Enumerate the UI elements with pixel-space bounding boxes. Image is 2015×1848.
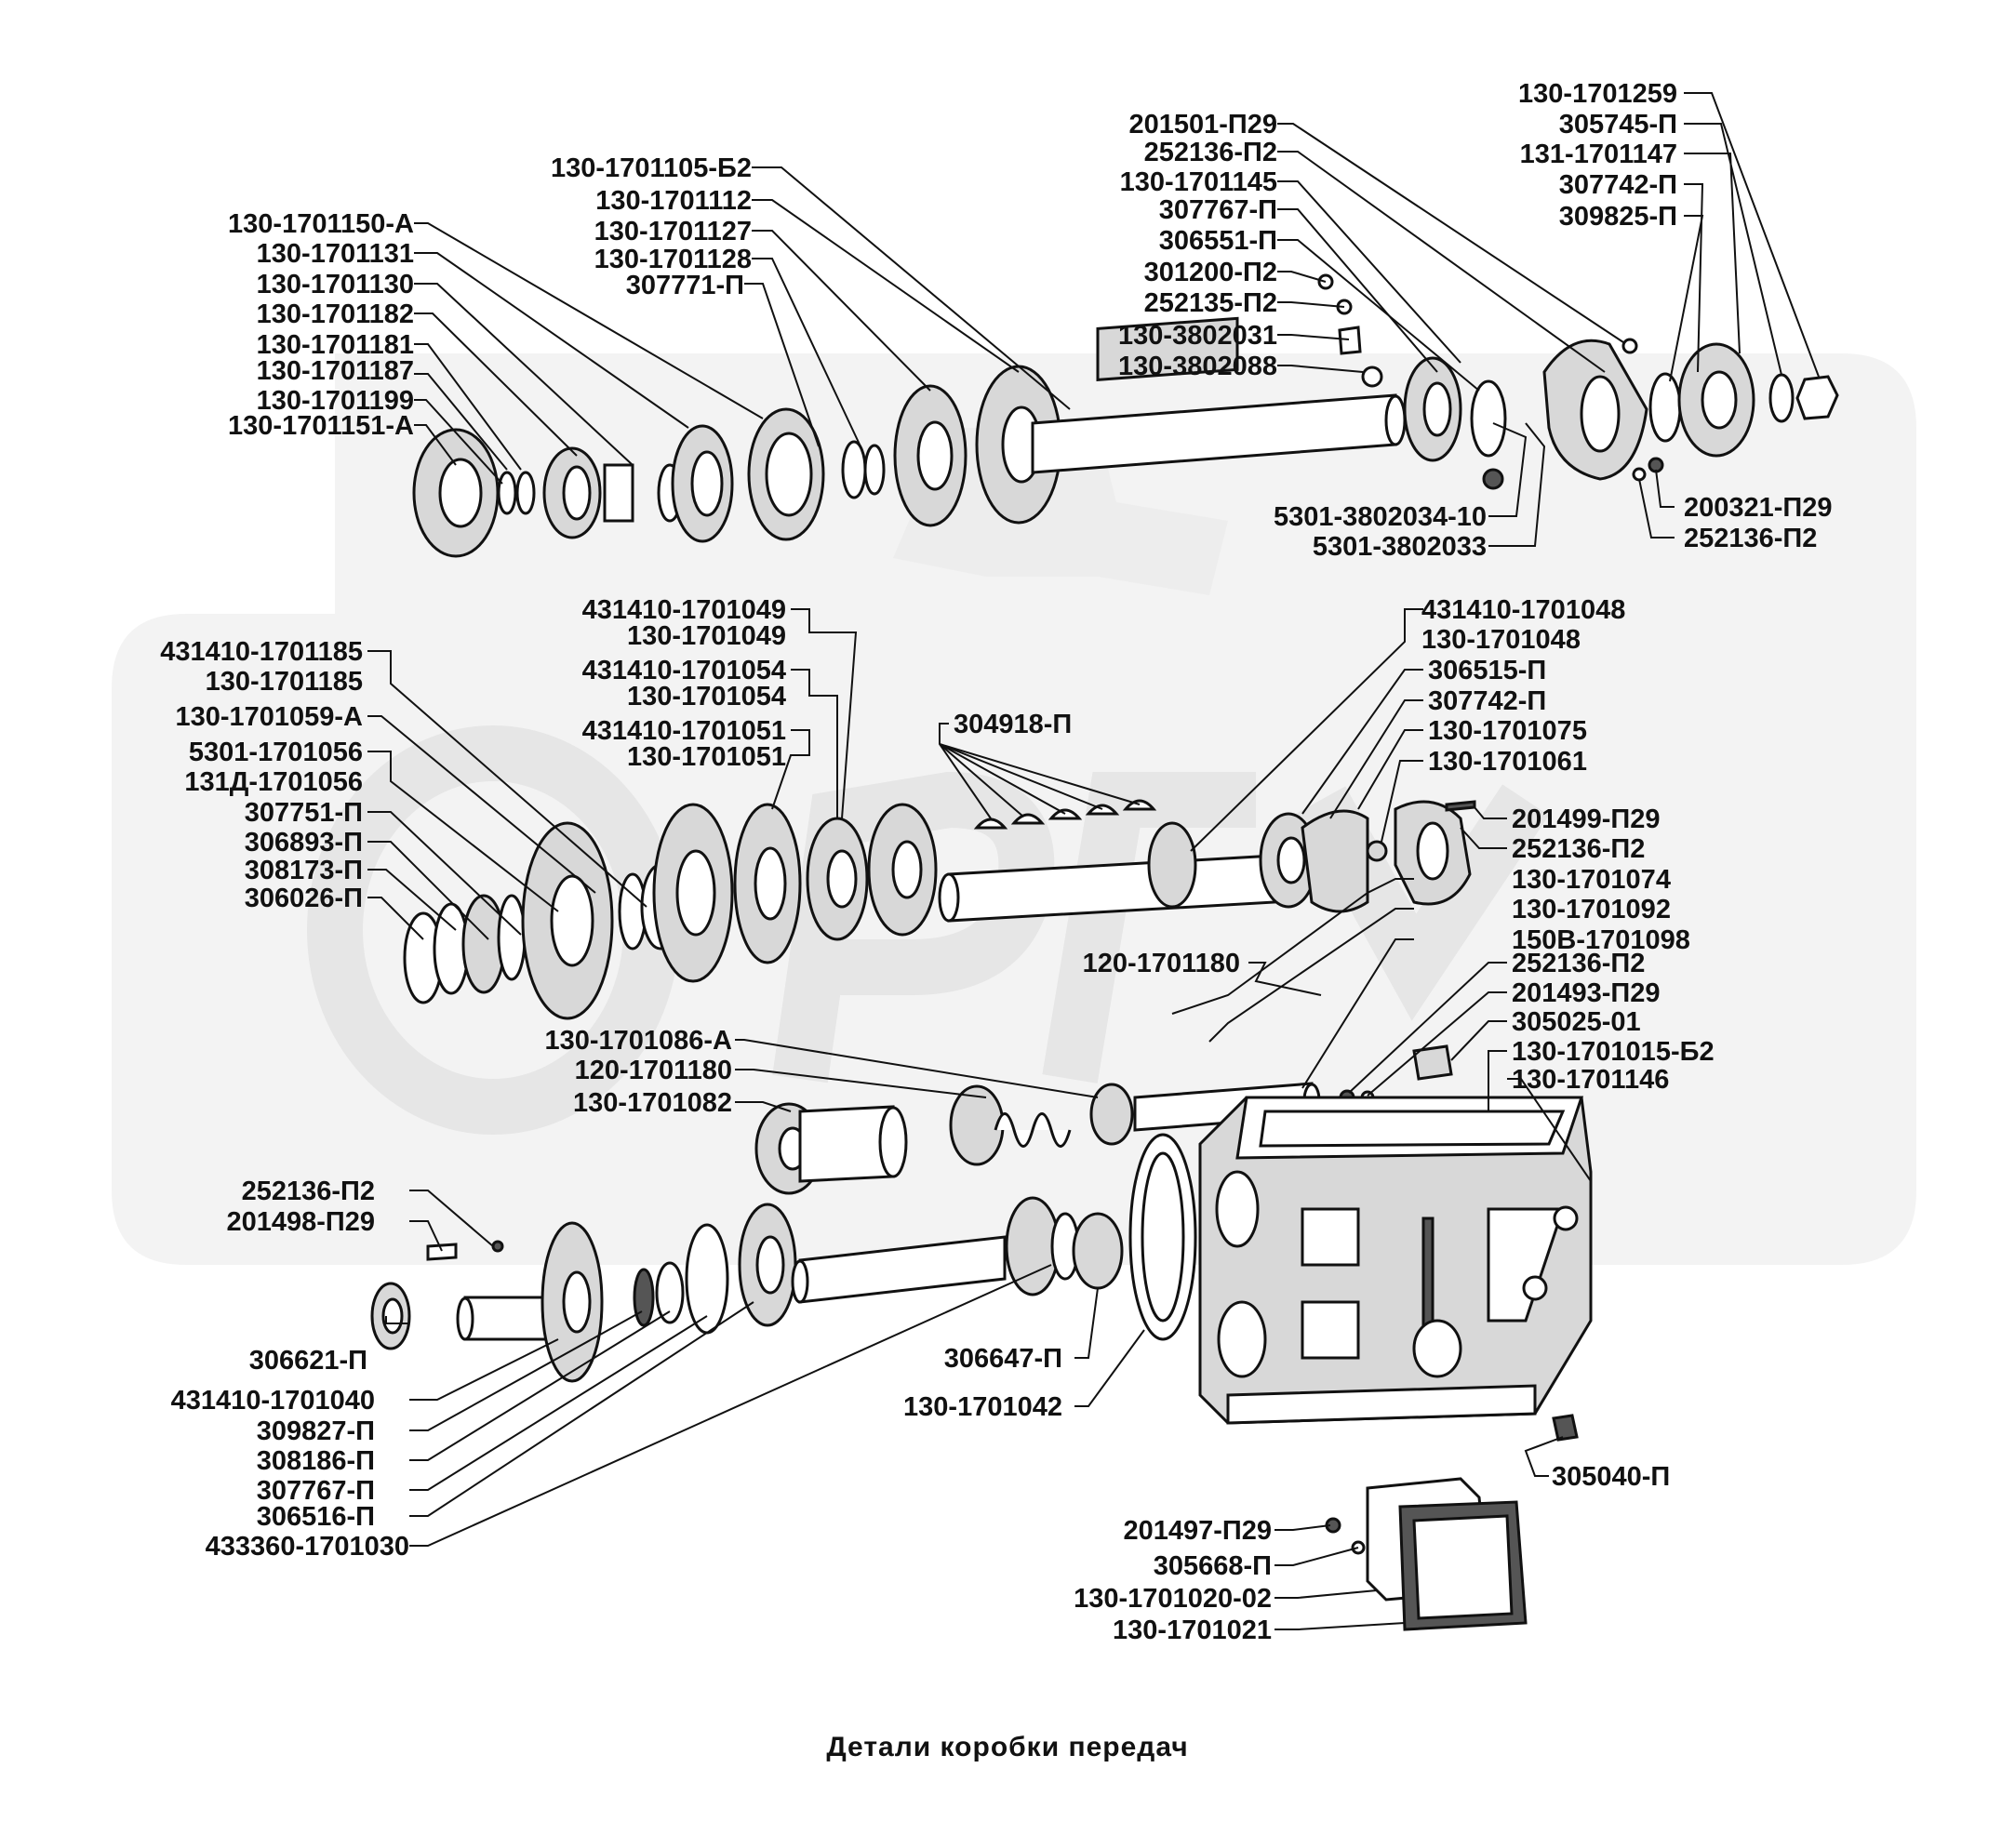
part-label: 5301-3802033 — [1313, 532, 1487, 562]
part-label: 308173-П — [245, 856, 363, 885]
part-label: 301200-П2 — [1144, 258, 1277, 287]
part-label: 130-1701151-А — [228, 411, 414, 441]
part-label: 130-1701051 — [627, 742, 786, 772]
part-label: 252136-П2 — [1684, 524, 1817, 553]
part-label: 130-1701042 — [903, 1392, 1062, 1422]
part-label: 130-1701187 — [257, 356, 414, 386]
part-label: 200321-П29 — [1684, 493, 1833, 523]
part-label: 305668-П — [1154, 1551, 1272, 1581]
part-label: 130-1701086-А — [544, 1026, 732, 1056]
part-label: 130-1701199 — [257, 386, 414, 416]
part-label: 431410-1701054 — [582, 656, 786, 685]
part-label: 305025-01 — [1512, 1007, 1641, 1037]
part-label: 307767-П — [1159, 195, 1277, 225]
part-label: 130-3802031 — [1118, 321, 1277, 351]
part-label: 130-1701059-А — [175, 702, 363, 732]
part-label: 305745-П — [1559, 110, 1677, 140]
part-label: 252136-П2 — [242, 1177, 375, 1206]
part-label: 307771-П — [626, 271, 744, 300]
part-label: 201498-П29 — [226, 1207, 375, 1237]
part-label: 130-1701092 — [1512, 895, 1671, 924]
part-label: 150В-1701098 — [1512, 925, 1690, 955]
part-label: 130-1701145 — [1120, 167, 1277, 197]
part-label: 130-1701185 — [206, 667, 363, 697]
part-label: 306621-П — [249, 1346, 367, 1376]
part-label: 431410-1701051 — [582, 716, 786, 746]
part-label: 431410-1701048 — [1421, 595, 1625, 625]
part-label: 306026-П — [245, 884, 363, 913]
part-label: 5301-3802034-10 — [1274, 502, 1487, 532]
part-label: 304918-П — [954, 710, 1072, 739]
part-label: 130-1701015-Б2 — [1512, 1037, 1715, 1067]
part-label: 130-1701127 — [594, 217, 752, 246]
part-label: 130-1701112 — [595, 186, 752, 216]
part-label: 130-1701074 — [1512, 865, 1671, 895]
part-label: 201497-П29 — [1123, 1516, 1272, 1546]
part-label: 308186-П — [257, 1446, 375, 1476]
part-label: 130-1701182 — [257, 299, 414, 329]
part-label: 130-1701150-А — [228, 209, 414, 239]
part-label: 201499-П29 — [1512, 804, 1661, 834]
reverse-gear-assembly — [754, 1044, 1453, 1195]
leader-lines — [367, 92, 1820, 1630]
part-label: 307742-П — [1428, 686, 1546, 716]
part-label: 130-1701049 — [627, 621, 786, 651]
part-label: 130-1701048 — [1421, 625, 1581, 655]
part-label: 307742-П — [1559, 170, 1677, 200]
part-label: 306893-П — [245, 828, 363, 858]
intermediate-shaft-assembly — [403, 799, 1476, 1020]
part-label: 130-1701020-02 — [1074, 1584, 1272, 1614]
part-label: 130-1701082 — [573, 1088, 732, 1118]
part-label: 252136-П2 — [1512, 834, 1645, 864]
diagram-caption: Детали коробки передач — [826, 1732, 1189, 1762]
part-label: 307751-П — [245, 798, 363, 828]
part-label: 120-1701180 — [1083, 949, 1240, 978]
primary-shaft-assembly — [412, 273, 1839, 558]
part-label: 306647-П — [944, 1344, 1062, 1374]
part-label: 201493-П29 — [1512, 978, 1661, 1008]
part-label: 306551-П — [1159, 226, 1277, 256]
part-label: 307767-П — [257, 1476, 375, 1506]
part-label: 131Д-1701056 — [184, 767, 363, 797]
part-label: 309825-П — [1559, 202, 1677, 232]
part-number-labels: 130-1701105-Б2 130-1701112 130-1701127 1… — [160, 79, 1832, 1645]
part-label: 130-1701075 — [1428, 716, 1587, 746]
part-label: 130-1701054 — [627, 682, 786, 711]
part-label: 305040-П — [1552, 1462, 1670, 1492]
part-label: 130-1701146 — [1512, 1065, 1669, 1095]
part-label: 431410-1701185 — [160, 637, 363, 667]
part-label: 252135-П2 — [1144, 288, 1277, 318]
part-label: 130-1701181 — [257, 330, 414, 360]
part-label: 306516-П — [257, 1502, 375, 1532]
part-label: 5301-1701056 — [189, 738, 363, 767]
part-label: 306515-П — [1428, 656, 1546, 685]
part-label: 130-3802088 — [1118, 352, 1277, 381]
part-label: 431410-1701049 — [582, 595, 786, 625]
gearbox-housing — [1198, 1096, 1593, 1631]
part-label: 130-1701128 — [594, 245, 752, 274]
part-label: 130-1701259 — [1518, 79, 1677, 109]
part-label: 433360-1701030 — [206, 1532, 409, 1562]
part-label: 431410-1701040 — [171, 1386, 375, 1416]
input-shaft-assembly — [370, 1133, 1197, 1383]
part-label: 130-1701021 — [1113, 1615, 1272, 1645]
part-label: 130-1701061 — [1428, 747, 1587, 777]
part-label: 131-1701147 — [1520, 140, 1677, 169]
part-label: 130-1701105-Б2 — [551, 153, 752, 183]
part-label: 252136-П2 — [1144, 138, 1277, 167]
part-label: 309827-П — [257, 1416, 375, 1446]
part-label: 252136-П2 — [1512, 949, 1645, 978]
part-label: 130-1701131 — [257, 239, 414, 269]
part-label: 130-1701130 — [257, 270, 414, 299]
part-label: 201501-П29 — [1128, 110, 1277, 140]
part-label: 120-1701180 — [575, 1056, 732, 1085]
